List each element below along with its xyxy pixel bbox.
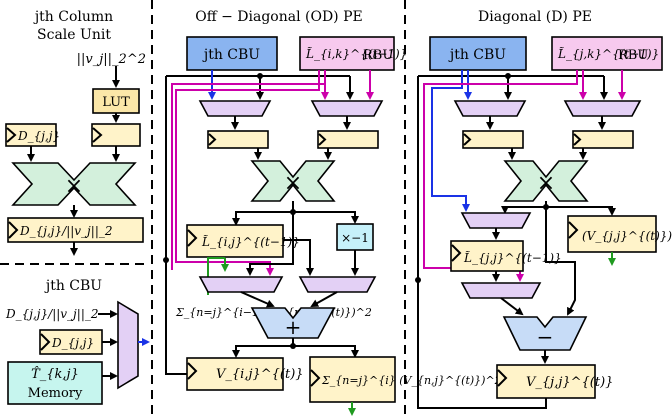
d-subtractor	[502, 316, 588, 351]
od-l-register	[186, 224, 284, 258]
cbu-d-register-label: D_{j,j}	[51, 336, 94, 350]
d-reg-b	[572, 130, 634, 149]
scale-unit-title-line1: jth Column	[33, 9, 113, 25]
od-mux-left	[198, 100, 272, 117]
scaled-d-register	[7, 217, 144, 243]
od-sum-register	[309, 356, 396, 403]
memory-symbol: T̂_{k,j}	[31, 366, 79, 382]
d-rbu-box[interactable]	[551, 36, 663, 71]
d-cbu-box[interactable]	[429, 36, 527, 71]
d-mux-mid	[460, 212, 532, 229]
cbu-mux	[117, 300, 139, 390]
od-mux-low-left	[198, 276, 284, 293]
od-adder	[250, 307, 336, 339]
od-v-register-label: V_{i,j}^{(t)}	[216, 367, 304, 382]
od-rbu-symbol: L̃_{i,k}^{(t−1)}	[305, 46, 407, 61]
column-scale-unit: jth Column Scale Unit ||v_j||_2^2 LUT D_…	[5, 9, 146, 256]
multiplier-scale	[11, 162, 137, 206]
d-mux-left	[453, 100, 527, 117]
d-title: Diagonal (D) PE	[478, 9, 592, 25]
od-multiplier-symbol: ×	[284, 171, 302, 196]
cbu-unit: jth CBU D_{j,j}/||v_j||_2 D_{j,j} T̂_{k,…	[5, 278, 150, 405]
d-multiplier-symbol: ×	[537, 171, 555, 196]
od-pe: Off − Diagonal (OD) PE jth CBU L̃_{i,k}^…	[163, 9, 502, 416]
od-adder-symbol: +	[285, 315, 302, 339]
d-l-register	[450, 240, 524, 272]
memory-label: Memory	[28, 386, 83, 401]
od-multiplier	[250, 160, 336, 202]
d-sq-register	[567, 215, 657, 253]
d-v-register	[496, 364, 596, 399]
d-subtractor-symbol: −	[537, 325, 554, 349]
od-cbu-box[interactable]	[186, 36, 278, 71]
od-reg-b	[317, 130, 379, 149]
lut-block	[92, 88, 140, 114]
d-rbu-label: RBU	[618, 48, 648, 63]
cbu-input-label: D_{j,j}/||v_j||_2	[5, 307, 99, 321]
od-sum-register-label: Σ_{n=j}^{i} (V_{n,j}^{(t)})^2	[321, 374, 502, 387]
d-rbu-symbol: L̃_{j,k}^{(t−1)}	[557, 46, 659, 61]
cbu-title: jth CBU	[44, 278, 102, 294]
multiplier-symbol: ×	[65, 174, 83, 199]
od-l-register-label: L̃_{i,j}^{(t−1)}	[201, 234, 300, 249]
od-cbu-label: jth CBU	[202, 47, 260, 63]
d-mux-low	[460, 282, 542, 299]
od-rbu-label: RBU	[363, 48, 393, 63]
od-title: Off − Diagonal (OD) PE	[195, 9, 363, 25]
od-rbu-box[interactable]	[299, 36, 395, 71]
lut-label: LUT	[102, 95, 130, 110]
d-jj-register-label: D_{j,j}	[17, 129, 60, 143]
od-mux-low-right	[298, 276, 377, 293]
od-mux-right	[310, 100, 384, 117]
d-multiplier	[503, 160, 589, 202]
scale-unit-title-line2: Scale Unit	[37, 27, 111, 43]
d-l-register-label: L̃_{j,j}^{(t−1)}	[463, 250, 562, 265]
memory-block	[7, 361, 103, 405]
scaled-d-register-label: D_{j,j}/||v_j||_2	[19, 224, 113, 238]
d-sq-register-label: (V_{j,j}^{(t)})^2	[582, 229, 672, 243]
d-reg-a	[462, 130, 524, 149]
od-neg-label: ×−1	[341, 231, 369, 245]
d-v-register-label: V_{j,j}^{(t)}	[526, 375, 613, 390]
d-cbu-label: jth CBU	[448, 47, 506, 63]
norm-squared-input: ||v_j||_2^2	[77, 52, 146, 67]
d-mux-right	[563, 100, 642, 117]
d-pe: Diagonal (D) PE jth CBU L̃_{j,k}^{(t−1)}…	[415, 9, 672, 409]
od-v-register	[186, 357, 284, 391]
inv-norm-register	[91, 123, 141, 147]
od-reg-a	[207, 130, 269, 149]
